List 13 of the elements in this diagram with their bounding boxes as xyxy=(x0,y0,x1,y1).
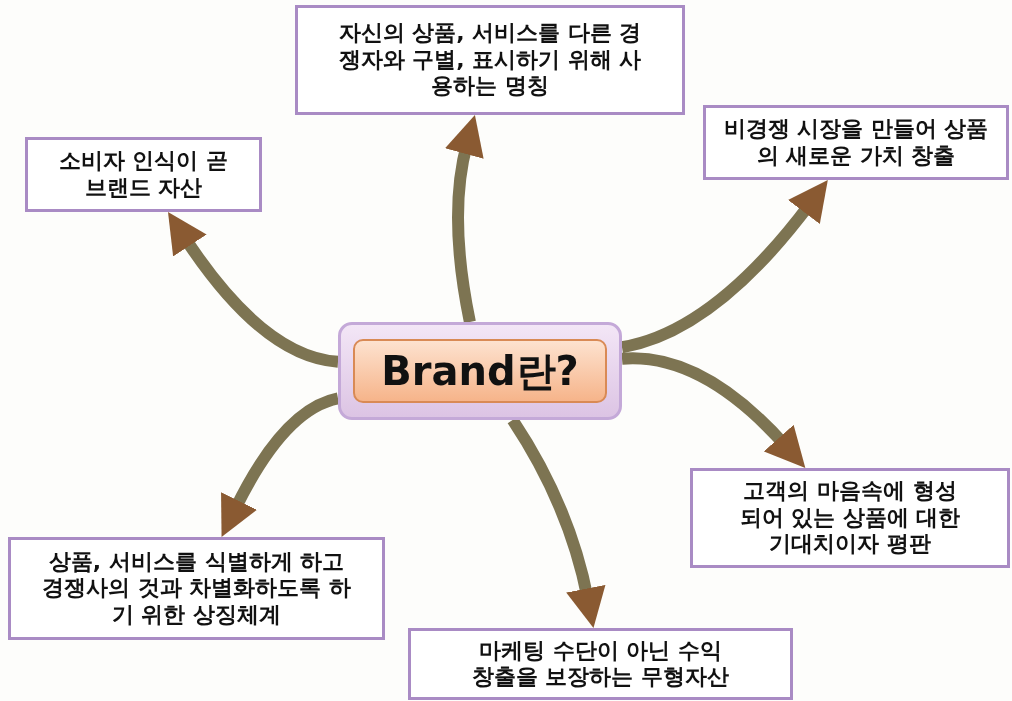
title-box: Brand란? xyxy=(353,339,607,403)
curved-arrow xyxy=(621,352,806,468)
text-box: 소비자 인식이 곧 브랜드 자산 xyxy=(25,137,262,212)
curved-arrow xyxy=(620,180,829,354)
curved-arrow xyxy=(167,212,339,368)
text-box: 고객의 마음속에 형성되어 있는 상품에 대한 기대치이자 평판 xyxy=(690,468,1010,568)
text-box: 자신의 상품, 서비스를 다른 경쟁자와 구별, 표시하기 위해 사용하는 명칭 xyxy=(295,5,685,115)
text-box: 비경쟁 시장을 만들어 상품의 새로운 가치 창출 xyxy=(703,105,1009,180)
frame-box xyxy=(338,322,622,420)
text-box: 마케팅 수단이 아닌 수익창출을 보장하는 무형자산 xyxy=(408,628,793,700)
text-box: 상품, 서비스를 식별하게 하고 경쟁사의 것과 차별화하도록 하기 위한 상징체계 xyxy=(8,537,385,640)
curved-arrow xyxy=(445,114,485,324)
curved-arrow xyxy=(221,392,340,537)
